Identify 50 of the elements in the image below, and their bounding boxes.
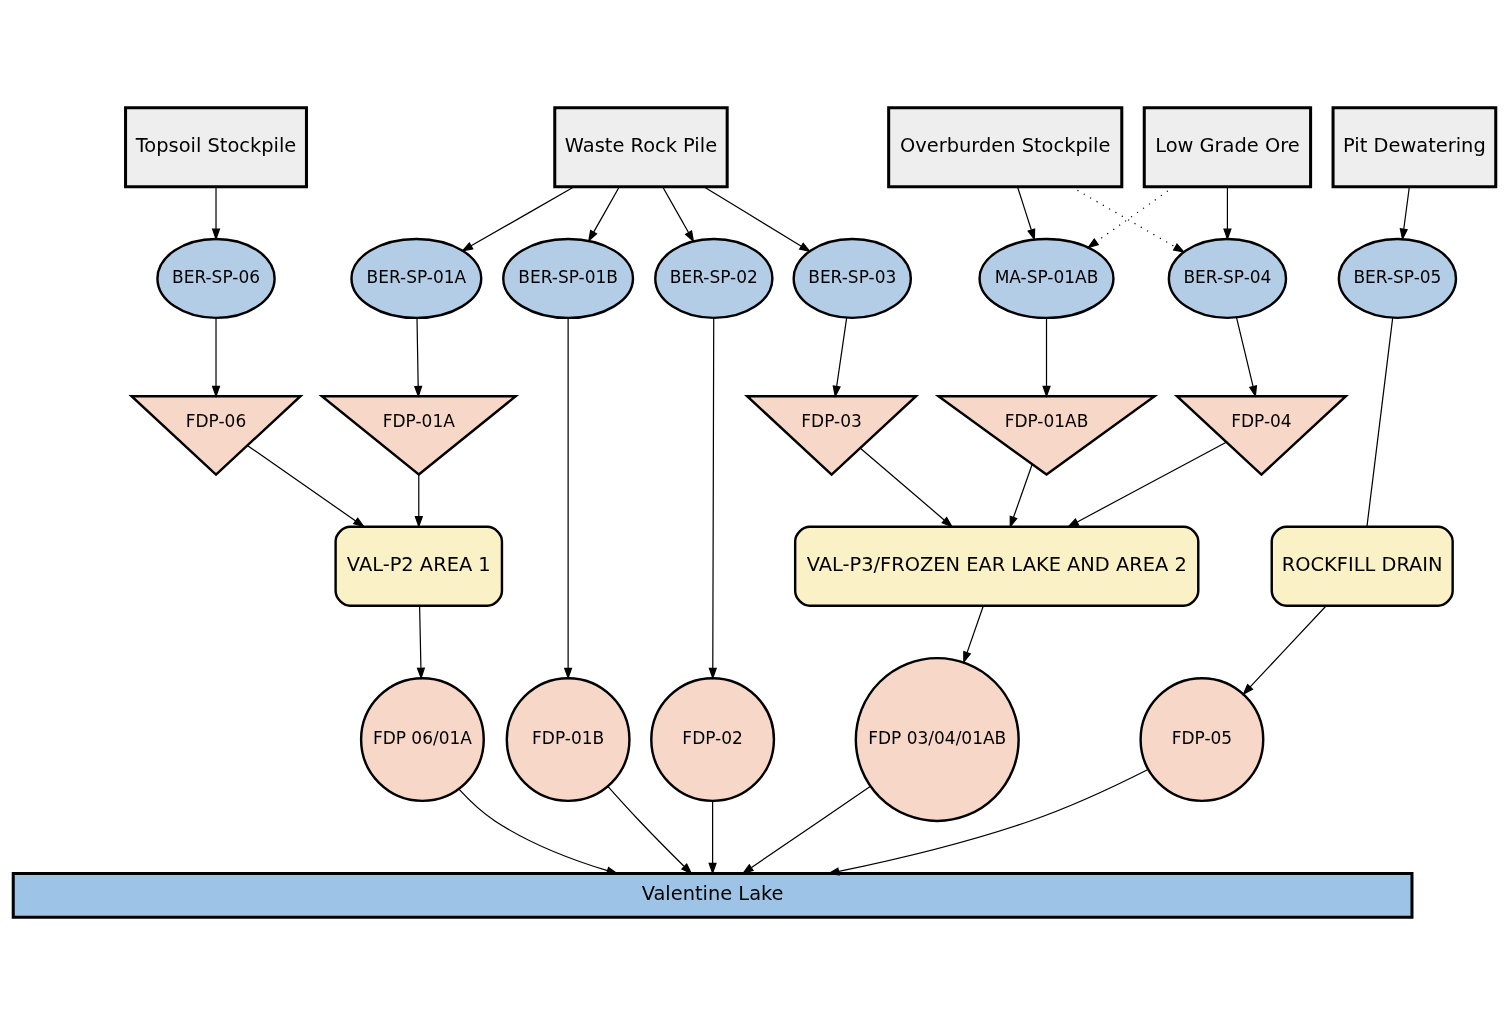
arrow (416, 604, 426, 680)
node-box: Pit Dewatering (1331, 105, 1498, 188)
arrow (963, 604, 984, 664)
arrow (832, 316, 848, 398)
node-ellipse: BER-SP-03 (792, 237, 912, 319)
arrow (1399, 185, 1410, 241)
node-box: Overburden Stockpile (887, 105, 1124, 188)
node-ellipse: BER-SP-01A (350, 237, 483, 319)
node-box: VAL-P2 AREA 1 (334, 525, 504, 607)
node-circle: FDP-01B (505, 676, 631, 802)
arrow (1242, 604, 1327, 695)
arrow (662, 185, 695, 243)
arrow (211, 185, 221, 241)
node-circle: FDP-05 (1139, 676, 1265, 802)
node-box: Low Grade Ore (1142, 105, 1313, 188)
arrow (1223, 185, 1232, 241)
arrow (741, 785, 871, 874)
arrow (458, 788, 619, 875)
arrow (708, 316, 718, 680)
arrow (1016, 185, 1036, 241)
node-ellipse: BER-SP-05 (1337, 237, 1458, 319)
arrow (211, 316, 221, 398)
node-box: Topsoil Stockpile (124, 105, 308, 188)
node-ellipse: BER-SP-02 (654, 237, 774, 319)
arrow (859, 447, 954, 528)
node-circle: FDP 03/04/01AB (854, 656, 1020, 822)
arrow (461, 185, 575, 252)
node-ellipse: BER-SP-04 (1167, 237, 1288, 319)
arrow (1235, 316, 1258, 398)
connector (1366, 317, 1394, 527)
node-box: VAL-P3/FROZEN EAR LAKE AND AREA 2 (793, 525, 1200, 607)
node-circle: FDP 06/01A (359, 676, 485, 802)
node-ellipse: BER-SP-01B (502, 237, 635, 319)
arrow (1066, 441, 1227, 528)
arrow (1009, 463, 1033, 528)
arrow (247, 444, 366, 528)
node-box: Valentine Lake (11, 871, 1414, 919)
arrow (607, 785, 693, 875)
arrow (413, 316, 423, 398)
node-box: ROCKFILL DRAIN (1270, 525, 1454, 607)
arrow (1042, 316, 1051, 398)
node-circle: FDP-02 (650, 676, 776, 802)
arrow (708, 799, 717, 875)
arrow (414, 473, 424, 528)
arrow (703, 185, 812, 252)
arrow (827, 768, 1149, 875)
node-ellipse: BER-SP-06 (156, 237, 276, 319)
node-box: Waste Rock Pile (553, 105, 729, 188)
arrow (563, 316, 573, 680)
arrow (587, 185, 620, 242)
